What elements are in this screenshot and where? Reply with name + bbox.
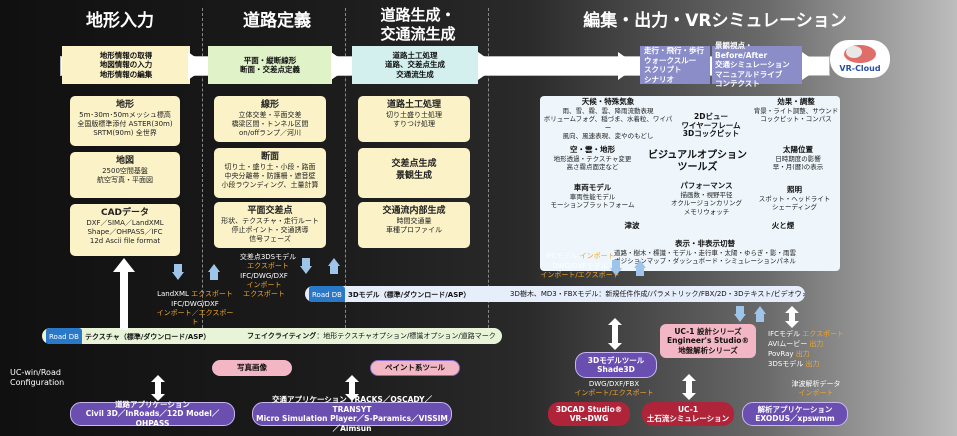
- road-gen-box-intersection: 交差点生成 景観生成: [358, 148, 470, 198]
- pill-paint-tools: ペイント系ツール: [370, 360, 460, 376]
- band-arrow-icon: [618, 52, 638, 80]
- visual-vehicle: 車両モデル車両性能モデル モーションプラットフォーム: [550, 183, 635, 209]
- section-divider: [345, 8, 346, 343]
- terrain-up-arrow-icon: [113, 258, 135, 330]
- model-db-tag: Road DB: [309, 286, 345, 302]
- band-arrow-icon: [802, 52, 822, 80]
- cloud-icon: [844, 45, 876, 63]
- visual-effect: 効果・調整背景・ライト調整、サウンド コックピット・コンパス: [753, 97, 839, 123]
- step-terrain: 地形情報の取得 地図情報の入力 地形情報の編集: [62, 46, 190, 84]
- band-arrow-icon: [478, 52, 498, 80]
- label-ifc-dwg-dxf-2: IFC/DWG/DXF インポート エクスポート: [240, 272, 288, 298]
- visual-fire: 火と煙: [771, 221, 795, 230]
- step-edit-walkthrough: 走行・飛行・歩行 ウォークスルー スクリプト シナリオ: [640, 46, 710, 84]
- section-title-edit-output: 編集・出力・VRシミュレーション: [583, 11, 847, 31]
- visual-options-panel: [540, 96, 840, 271]
- bidirectional-arrow-icon: [608, 318, 622, 350]
- texture-db-tag: Road DB: [46, 328, 82, 344]
- label-tsunami-data: 津波解析データ インポート: [791, 380, 841, 397]
- section-divider: [488, 8, 489, 343]
- visual-display-toggle: 表示・非表示切替道路・樹木・標識・モデル・走行車・太陽・ゆらぎ・影・雨雲 ポジシ…: [614, 239, 796, 265]
- visual-weather: 天候・特殊気象雨、雪、霧、雲、降雨流動表現 ボリュームフォグ、稲づま、水着粒、ワ…: [543, 97, 673, 140]
- label-3ds: 3DSモデル 出力: [768, 360, 820, 368]
- pill-traffic-applications: 交通アプリケーション TRACKS／OSCADY／TRANSYT Micro S…: [252, 395, 452, 433]
- up-arrow-icon: [754, 306, 766, 322]
- visual-sun: 太陽位置日時期度の影響 早・月(暦)の表示: [772, 145, 824, 171]
- texture-band-items: ：地形テクスチャオプション/標識オプション/道路マーク: [316, 332, 496, 340]
- label-uc-win-road: UC-win/Road Configuration: [10, 368, 65, 387]
- down-arrow-icon: [610, 260, 622, 276]
- up-arrow-icon: [328, 258, 340, 274]
- road-gen-box-traffic: 交通流内部生成時間交通量 車種プロファイル: [358, 202, 470, 248]
- texture-band-title: テクスチャ（標準/ダウンロード/ASP）: [84, 333, 211, 341]
- pill-analysis-applications: 解析アプリケーション EXODUS／xpswmm: [742, 402, 848, 426]
- road-def-box-alignment: 線形立体交差・平面交差 橋梁区間・トンネル区間 on/offランプ／河川: [214, 96, 326, 142]
- step-road-generation: 道路土工処理 道路、交差点生成 交通流生成: [352, 46, 478, 84]
- down-arrow-icon: [734, 306, 746, 322]
- bidirectional-arrow-icon: [345, 375, 359, 401]
- label-dwg-dxf-fbx: DWG/DXF/FBX インポート/エクスポート: [574, 380, 654, 397]
- band-arrow-icon: [331, 52, 351, 80]
- label-intersection-3ds: 交差点3DSモデル エクスポート: [239, 253, 297, 270]
- pill-3dcad-studio: 3DCAD Studio® VR→DWG: [548, 402, 630, 426]
- step-edit-simulation: 景観視点・Before/After 交通シミュレーション マニュアルドライブ コ…: [712, 41, 802, 88]
- label-landxml: LandXML エクスポート: [157, 290, 233, 298]
- vr-cloud-logo: VR-Cloud: [830, 40, 890, 78]
- label-dwg-dxf-model: DWG/DXFモデル インポート/エクスポート: [540, 262, 620, 279]
- section-title-road-generation: 道路生成・ 交通流生成: [380, 6, 456, 43]
- bidirectional-arrow-icon: [785, 306, 799, 328]
- down-arrow-icon: [300, 258, 312, 274]
- visual-performance: パフォーマンス描画数・視野平径 オクルージョンカリング メモリウォッチ: [670, 181, 743, 216]
- label-avi: AVIムービー 出力: [768, 340, 824, 348]
- pill-uc1-series: UC-1 設計シリーズ Engineer's Studio® 地盤解析シリーズ: [660, 324, 756, 358]
- visual-sky: 空・雲・地形地形透過・テクスチャ変更 高さ霧点面定など: [553, 145, 632, 171]
- up-arrow-icon: [634, 260, 646, 276]
- section-divider: [202, 8, 203, 343]
- bidirectional-arrow-icon: [682, 374, 696, 400]
- down-arrow-icon: [172, 264, 184, 280]
- texture-band-fake-lighting: フェイクライティング: [247, 332, 317, 340]
- band-arrow-icon: [188, 52, 208, 80]
- visual-tsunami: 津波: [624, 221, 640, 230]
- pill-road-applications: 道路アプリケーション Civil 3D／InRoads／12D Model／OH…: [70, 400, 235, 428]
- pill-shade3d: 3Dモデルツール Shade3D: [575, 352, 657, 378]
- visual-lighting: 照明スポット・ヘッドライト シェーディング: [758, 185, 831, 211]
- up-arrow-icon: [208, 264, 220, 280]
- road-gen-box-earthwork: 道路土工処理切り土盛り土処理 すりつけ処理: [358, 96, 470, 142]
- vr-cloud-logo-text: VR-Cloud: [839, 64, 881, 73]
- pill-photo-image: 写真画像: [212, 360, 292, 376]
- label-povray: PovRay 出力: [768, 350, 810, 358]
- road-def-box-intersection: 平面交差点形状、テクスチャ・走行ルート 停止ポイント・交通誘導 信号フェーズ: [214, 202, 326, 248]
- step-road-definition: 平面・縦断線形 断面・交差点定義: [208, 46, 332, 84]
- section-title-road-definition: 道路定義: [243, 11, 311, 31]
- bidirectional-arrow-icon: [151, 375, 165, 401]
- label-ifc-dwg-dxf-1: IFC/DWG/DXF インポート／エクスポート: [156, 300, 234, 326]
- label-ifc-model-import: IFCモデル インポート: [545, 252, 615, 260]
- model-band-title: 3Dモデル（標準/ダウンロード/ASP）: [347, 291, 471, 299]
- model-band-items: 3D樹木、MD3・FBXモデル：新規任件作成/パラメトリック/FBX/2D・3D…: [510, 290, 805, 298]
- road-def-box-section: 断面切り土・盛り土・小段・路面 中央分離帯・防護柵・遮音壁 小段ラウンディング、…: [214, 148, 326, 198]
- label-right-ifc: IFCモデル エクスポート: [768, 330, 845, 338]
- section-title-terrain: 地形入力: [86, 11, 154, 31]
- pill-uc1-debris: UC-1 土石流シミュレーション: [642, 402, 734, 426]
- visual-center-title: ビジュアルオプション ツールズ: [648, 150, 747, 173]
- visual-2dview: 2Dビュー ワイヤーフレーム 3Dコックピット: [681, 112, 741, 138]
